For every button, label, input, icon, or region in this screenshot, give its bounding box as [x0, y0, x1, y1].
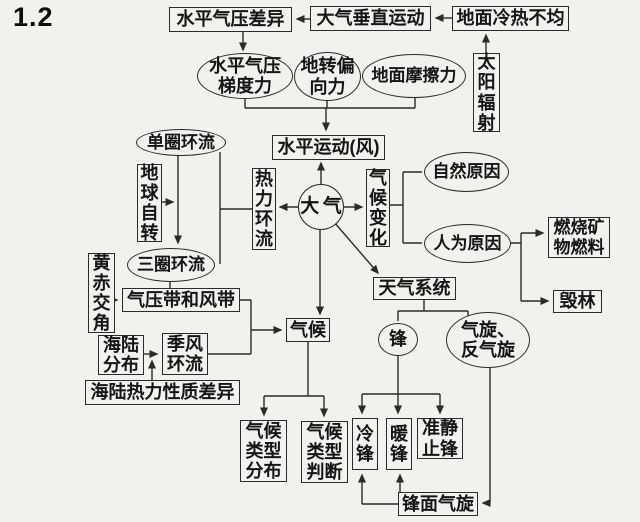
node-deforestation: 毁林 — [553, 290, 602, 313]
node-natural-causes: 自然原因 — [424, 152, 509, 192]
node-human-causes: 人为原因 — [424, 224, 511, 263]
node-uneven-surface-heating: 地面冷热不均 — [452, 6, 569, 31]
node-climate-type-distribution: 气候类型分布 — [240, 420, 287, 482]
node-monsoon-circulation: 季风环流 — [162, 333, 208, 375]
node-atmosphere: 大气 — [298, 184, 344, 230]
node-horizontal-pressure-difference: 水平气压差异 — [169, 7, 292, 32]
node-thermal-circulation: 热力环流 — [252, 168, 276, 250]
node-coriolis-force: 地转偏向力 — [294, 52, 361, 101]
node-cyclone-anticyclone: 气旋、反气旋 — [446, 312, 530, 368]
node-frontal-cyclone: 锋面气旋 — [398, 492, 478, 516]
node-land-sea-distribution: 海陆分布 — [98, 335, 144, 375]
node-three-cell-circulation: 三圈环流 — [127, 248, 215, 282]
node-atmospheric-vertical-motion: 大气垂直运动 — [310, 6, 431, 31]
node-pressure-wind-belts: 气压带和风带 — [122, 288, 240, 312]
node-cold-front: 冷锋 — [352, 418, 378, 470]
node-earth-rotation: 地球自转 — [137, 163, 162, 243]
node-burning-fossil-fuels: 燃烧矿物燃料 — [548, 217, 610, 258]
node-horizontal-motion-wind: 水平运动(风) — [272, 135, 385, 160]
node-land-sea-thermal-difference: 海陆热力性质差异 — [85, 380, 240, 405]
node-climate: 气候 — [286, 318, 330, 342]
node-solar-radiation: 太阳辐射 — [473, 52, 500, 133]
node-climate-type-judgment: 气候类型判断 — [301, 421, 348, 483]
node-quasi-stationary-front: 准静止锋 — [417, 418, 463, 459]
node-warm-front: 暖锋 — [386, 418, 412, 470]
node-friction-force: 地面摩擦力 — [362, 54, 466, 98]
page-label: 1.2 — [13, 2, 54, 32]
node-pressure-gradient-force: 水平气压梯度力 — [197, 53, 293, 99]
node-front: 锋 — [378, 323, 418, 356]
node-climate-change: 气候变化 — [366, 168, 390, 248]
node-single-cell-circulation: 单圈环流 — [136, 129, 226, 156]
node-weather-systems: 天气系统 — [373, 277, 456, 300]
node-ecliptic-obliquity: 黄赤交角 — [88, 253, 115, 333]
